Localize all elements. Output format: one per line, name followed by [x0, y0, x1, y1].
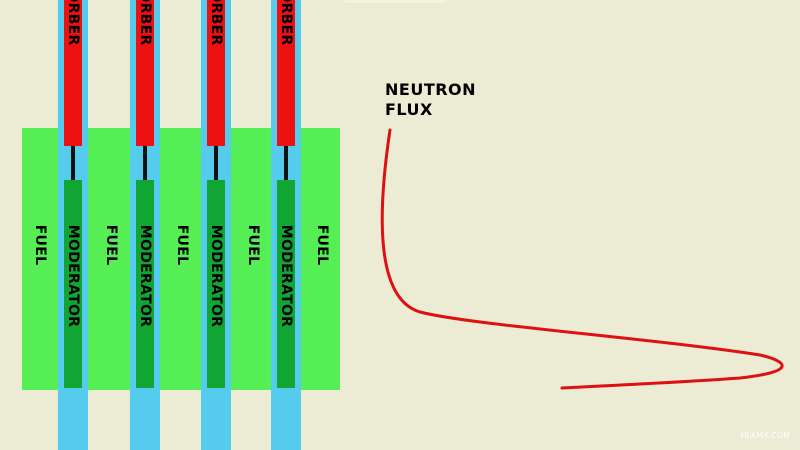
neutron-flux-label: NEUTRON FLUX: [385, 80, 476, 120]
moderator-rod-3: MODERATOR: [207, 180, 225, 388]
absorber-rod-4: ORBER: [277, 0, 295, 146]
rod-connector-4: [284, 146, 288, 180]
moderator-rod-2: MODERATOR: [136, 180, 154, 388]
absorber-rod-2: ORBER: [136, 0, 154, 146]
rod-connector-1: [71, 146, 75, 180]
rod-connector-3: [214, 146, 218, 180]
rod-connector-2: [143, 146, 147, 180]
neutron-flux-label-line1: NEUTRON: [385, 80, 477, 99]
neutron-flux-curve: [380, 128, 784, 390]
moderator-rod-4: MODERATOR: [277, 180, 295, 388]
absorber-rod-3: ORBER: [207, 0, 225, 146]
watermark: HLKMX.COM: [740, 431, 790, 440]
absorber-rod-1: ORBER: [64, 0, 82, 146]
moderator-rod-1: MODERATOR: [64, 180, 82, 388]
neutron-flux-label-line2: FLUX: [385, 100, 433, 119]
top-strip: [345, 0, 445, 3]
